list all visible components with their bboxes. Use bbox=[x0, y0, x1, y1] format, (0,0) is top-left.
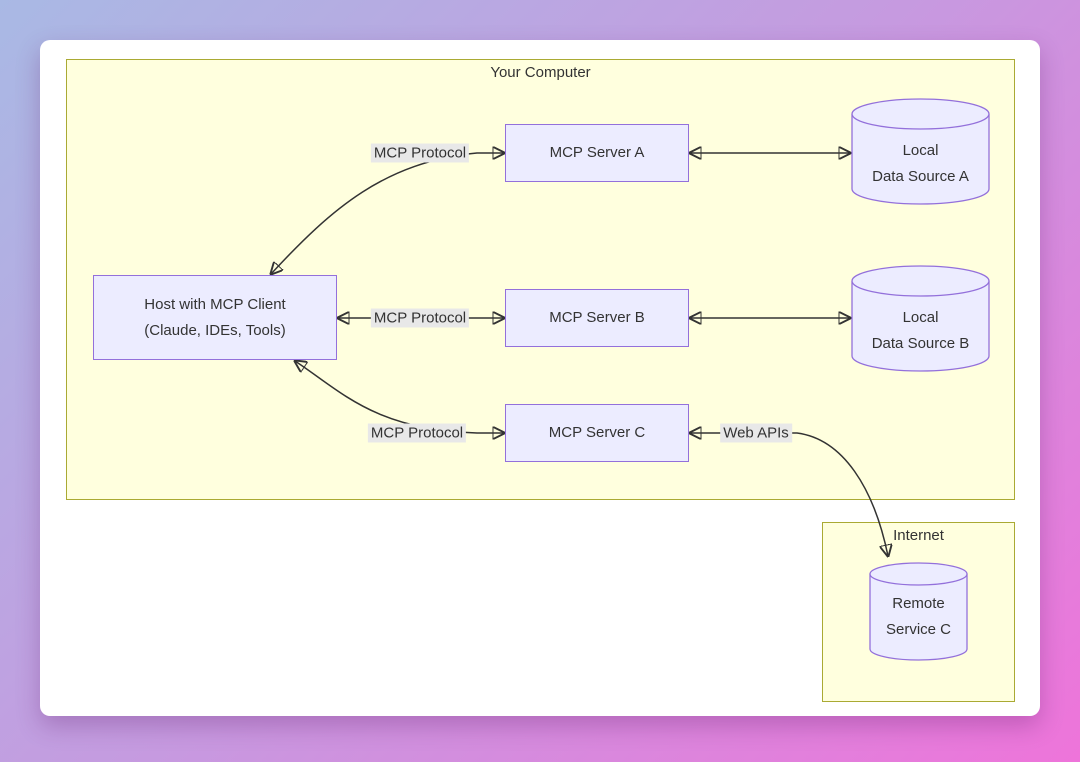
node-host-label-line1: Host with MCP Client bbox=[144, 295, 286, 313]
node-local-data-source-a: Local Data Source A bbox=[851, 98, 990, 205]
node-mcp-server-a: MCP Server A bbox=[505, 124, 689, 182]
edge-label-mcp-protocol-b: MCP Protocol bbox=[370, 308, 470, 328]
node-local-data-source-b: Local Data Source B bbox=[851, 265, 990, 372]
cluster-internet-title: Internet bbox=[893, 527, 944, 544]
diagram-card: Your Computer Internet Host with MCP Cli… bbox=[40, 40, 1040, 716]
node-remote-service-c: Remote Service C bbox=[869, 562, 968, 661]
edge-server-c-remote-service bbox=[690, 433, 888, 556]
database-cylinder-icon bbox=[851, 98, 990, 205]
node-mcp-server-c-label: MCP Server C bbox=[548, 424, 646, 441]
edge-label-mcp-protocol-c: MCP Protocol bbox=[367, 423, 467, 443]
node-local-data-source-b-label: Local Data Source B bbox=[871, 309, 970, 352]
edge-label-web-apis: Web APIs bbox=[720, 423, 792, 443]
node-local-data-source-a-label: Local Data Source A bbox=[872, 142, 969, 185]
database-cylinder-icon bbox=[851, 265, 990, 372]
edge-host-server-a bbox=[271, 153, 504, 274]
node-mcp-server-b-label: MCP Server B bbox=[549, 309, 645, 326]
node-mcp-server-c: MCP Server C bbox=[505, 404, 689, 462]
database-cylinder-icon bbox=[869, 562, 968, 661]
node-mcp-server-b: MCP Server B bbox=[505, 289, 689, 347]
cluster-your-computer-title: Your Computer bbox=[490, 64, 591, 81]
node-mcp-server-a-label: MCP Server A bbox=[549, 144, 645, 161]
node-host-label-line2: (Claude, IDEs, Tools) bbox=[144, 321, 286, 339]
node-remote-service-c-label: Remote Service C bbox=[885, 595, 952, 638]
edge-label-mcp-protocol-a: MCP Protocol bbox=[370, 143, 470, 163]
edge-host-server-c bbox=[295, 361, 504, 433]
node-host: Host with MCP Client (Claude, IDEs, Tool… bbox=[93, 275, 337, 360]
